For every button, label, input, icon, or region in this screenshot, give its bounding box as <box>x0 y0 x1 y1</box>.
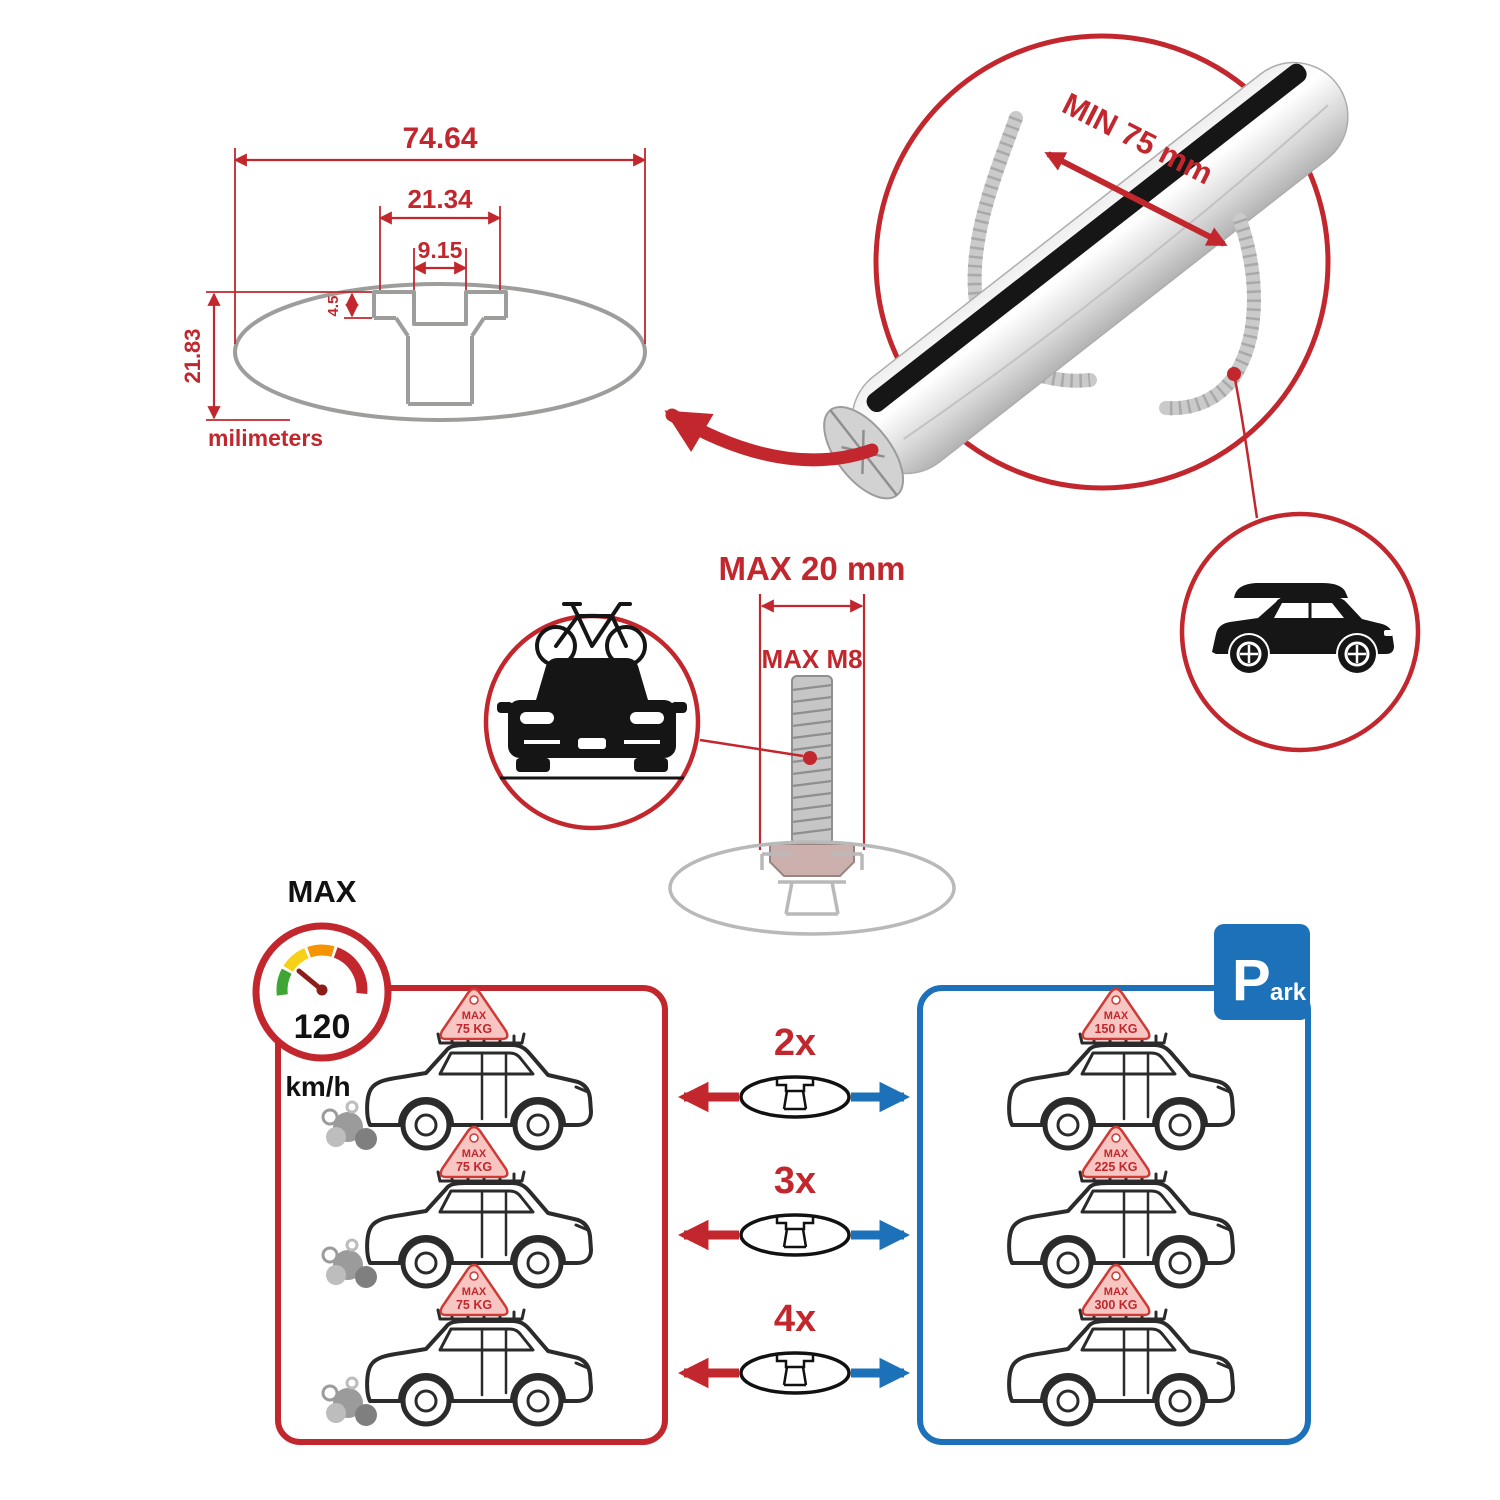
dim-slot-width-label: 9.15 <box>418 237 463 263</box>
motion-clouds <box>321 1100 377 1150</box>
driving-car-3: MAX 75 KG <box>321 1263 591 1426</box>
parked-car-2: MAX 225 KG <box>1009 1125 1233 1286</box>
bar-profile-channel <box>372 290 508 406</box>
load-tag-value: 300 KG <box>1094 1298 1137 1312</box>
bolt-threads <box>791 683 833 836</box>
speed-units: km/h <box>285 1071 350 1102</box>
speed-max-label: MAX <box>288 874 357 909</box>
pointer-arrow <box>664 408 879 467</box>
load-tag: MAX 75 KG <box>439 987 509 1041</box>
load-tag-max: MAX <box>1104 1286 1129 1298</box>
driving-car-1: MAX 75 KG <box>321 987 591 1150</box>
speed-limit-gauge: MAX 120 km/h <box>252 874 392 1102</box>
load-tag-max: MAX <box>462 1148 487 1160</box>
parking-panel <box>917 985 1311 1445</box>
bar-cross-section-ghost <box>668 840 956 936</box>
max-width-label: MAX 20 mm <box>718 550 905 587</box>
bar-cross-section-icon <box>739 1213 851 1257</box>
bolt-head <box>769 843 855 877</box>
bar-count-row-1: 2x <box>677 1022 911 1119</box>
load-tag-value: 75 KG <box>456 1160 492 1174</box>
bar-count-row-2: 3x <box>677 1160 911 1257</box>
car-front-circle <box>483 602 701 831</box>
load-tag: MAX 75 KG <box>439 1263 509 1317</box>
load-tag-max: MAX <box>1104 1148 1129 1160</box>
dim-total-width-label: 74.64 <box>402 122 477 155</box>
parked-car-1: MAX 150 KG <box>1009 987 1233 1148</box>
bar-cross-section-icon <box>739 1075 851 1119</box>
load-tag: MAX 225 KG <box>1081 1125 1151 1179</box>
park-sign-suffix: ark <box>1270 979 1307 1006</box>
park-sign-letter: P <box>1232 948 1271 1013</box>
car-front-illustration <box>497 658 687 780</box>
clamp-callout-line <box>1232 373 1259 519</box>
load-tag-value: 75 KG <box>456 1022 492 1036</box>
dim-lip-depth-label: 4.5 <box>325 296 342 317</box>
load-tag-value: 225 KG <box>1094 1160 1137 1174</box>
load-tag-max: MAX <box>462 1010 487 1022</box>
bar-count-label-2: 3x <box>774 1160 816 1202</box>
bolt-callout-line <box>699 738 804 758</box>
load-tag: MAX 150 KG <box>1081 987 1151 1041</box>
bolt-diagram: MAX 20 mm MAX M8 <box>668 550 956 936</box>
driving-panel <box>275 985 668 1445</box>
bolt-dim-limit-lines <box>758 594 866 850</box>
t-bolt <box>769 675 855 877</box>
suv-roofbox-circle <box>1179 511 1421 753</box>
parked-car-3: MAX 300 KG <box>1009 1263 1233 1424</box>
park-sign-plate <box>1214 924 1310 1020</box>
load-tag-max: MAX <box>462 1286 487 1298</box>
bar-profile-ellipse <box>233 282 647 422</box>
units-label: milimeters <box>208 425 323 451</box>
bar-detail-circle: MIN 75 mm <box>823 33 1349 519</box>
clamp-strap-right <box>1159 213 1261 416</box>
min-span-arrow <box>1044 151 1228 247</box>
max-thread-label: MAX M8 <box>761 644 862 674</box>
motion-clouds <box>321 1238 377 1288</box>
detail-circle-outline <box>873 33 1331 491</box>
speedometer-icon <box>276 944 368 996</box>
speed-value: 120 <box>294 1008 351 1046</box>
driving-car-2: MAX 75 KG <box>321 1125 591 1288</box>
suv-roofbox-illustration <box>1212 583 1394 673</box>
load-tag-value: 150 KG <box>1094 1022 1137 1036</box>
cross-section-diagram: 74.64 21.34 9.15 4.5 21.83 milimeters <box>180 122 647 451</box>
bar-count-label-1: 2x <box>774 1022 816 1064</box>
load-tag-max: MAX <box>1104 1010 1129 1022</box>
load-tag: MAX 300 KG <box>1081 1263 1151 1317</box>
bar-count-row-3: 4x <box>677 1298 911 1395</box>
bolt-callout-dot <box>803 751 817 765</box>
dim-total-height-label: 21.83 <box>180 328 205 383</box>
dim-channel-width-label: 21.34 <box>407 184 473 214</box>
bar-count-label-3: 4x <box>774 1298 816 1340</box>
park-sign: P ark <box>1214 924 1310 1020</box>
load-tag-value: 75 KG <box>456 1298 492 1312</box>
bar-cross-section-icon <box>739 1351 851 1395</box>
load-tag: MAX 75 KG <box>439 1125 509 1179</box>
motion-clouds <box>321 1376 377 1426</box>
